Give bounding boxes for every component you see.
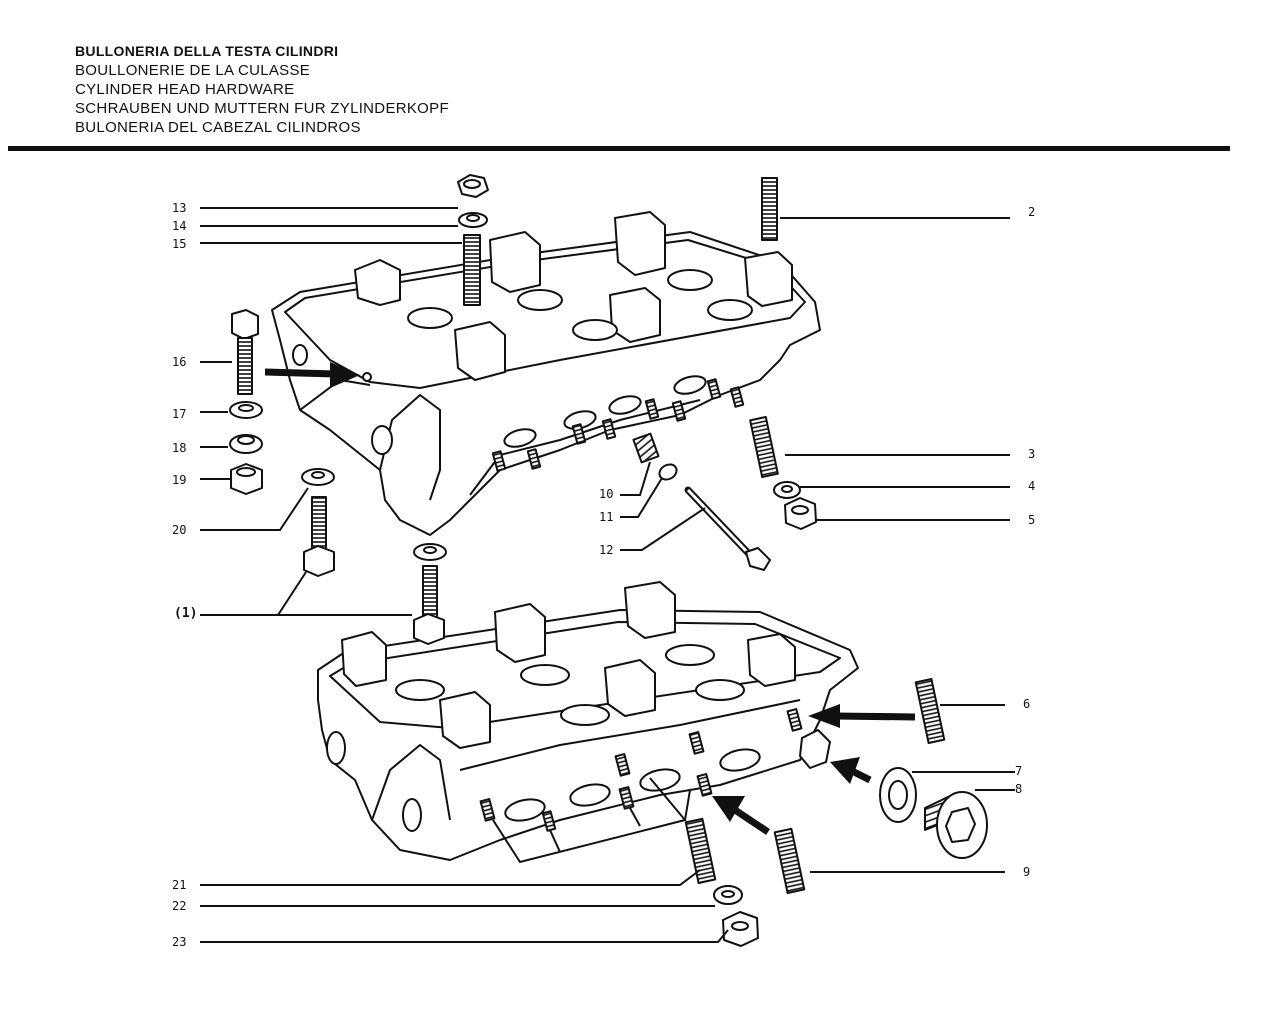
assembly-arrows (264, 362, 916, 835)
callout-22: 22 (172, 899, 186, 913)
title-german: SCHRAUBEN UND MUTTERN FUR ZYLINDERKOPF (75, 100, 449, 117)
callout-14: 14 (172, 219, 186, 233)
part-21-stud (684, 817, 717, 884)
callout-8: 8 (1015, 782, 1022, 796)
part-17-washer (229, 401, 263, 419)
title-block: BULLONERIA DELLA TESTA CILINDRI BOULLONE… (75, 42, 449, 137)
part-7-washer (879, 767, 917, 823)
callout-5: 5 (1028, 513, 1035, 527)
callout-23: 23 (172, 935, 186, 949)
callout-16: 16 (172, 355, 186, 369)
callout-19: 19 (172, 473, 186, 487)
callout-12: 12 (599, 543, 613, 557)
callout-6: 6 (1023, 697, 1030, 711)
part-8-plug (924, 791, 988, 859)
callout-4: 4 (1028, 479, 1035, 493)
part-13-nut (457, 174, 489, 198)
callout-7: 7 (1015, 764, 1022, 778)
part-2-stud (761, 177, 778, 241)
part-3-stud (749, 415, 779, 479)
part-19-nut (230, 463, 263, 495)
callout-18: 18 (172, 441, 186, 455)
part-16-bolt (231, 309, 259, 395)
leader-lines (200, 207, 1015, 943)
part-12-long-bolt (684, 486, 771, 571)
part-14-washer (458, 212, 488, 228)
callout-20: 20 (172, 523, 186, 537)
part-6-stud (914, 678, 946, 744)
part-15-stud (463, 234, 481, 306)
callout-15: 15 (172, 237, 186, 251)
stud-bracket-lines (492, 777, 691, 864)
callout-2: 2 (1028, 205, 1035, 219)
callout-13: 13 (172, 201, 186, 215)
part-9-stud (773, 827, 806, 894)
callout-9: 9 (1023, 865, 1030, 879)
callout-labels: 13 14 15 2 16 17 18 19 20 (1) 3 4 5 10 1… (172, 201, 1035, 949)
callout-17: 17 (172, 407, 186, 421)
title-english: CYLINDER HEAD HARDWARE (75, 81, 295, 98)
callout-1: (1) (174, 606, 197, 621)
title-french: BOULLONERIE DE LA CULASSE (75, 62, 311, 79)
title-spanish: BULONERIA DEL CABEZAL CILINDROS (75, 119, 361, 136)
callout-10: 10 (599, 487, 613, 501)
header-rule (8, 146, 1230, 151)
part-20-washer (301, 468, 335, 486)
part-22-washer (713, 885, 743, 905)
part-18-cup-washer (229, 434, 263, 454)
callout-3: 3 (1028, 447, 1035, 461)
part-11-washer (658, 463, 678, 481)
part-4-washer (773, 481, 801, 499)
title-italian: BULLONERIA DELLA TESTA CILINDRI (75, 43, 339, 59)
part-10-spring (632, 432, 660, 464)
part-1-bolt-right (413, 543, 447, 645)
part-5-nut (784, 497, 817, 530)
lower-cylinder-head (317, 581, 859, 861)
part-1-bolt-left (303, 496, 335, 577)
callout-21: 21 (172, 878, 186, 892)
callout-11: 11 (599, 510, 613, 524)
part-23-nut (722, 911, 759, 947)
upper-cylinder-head (271, 211, 821, 536)
